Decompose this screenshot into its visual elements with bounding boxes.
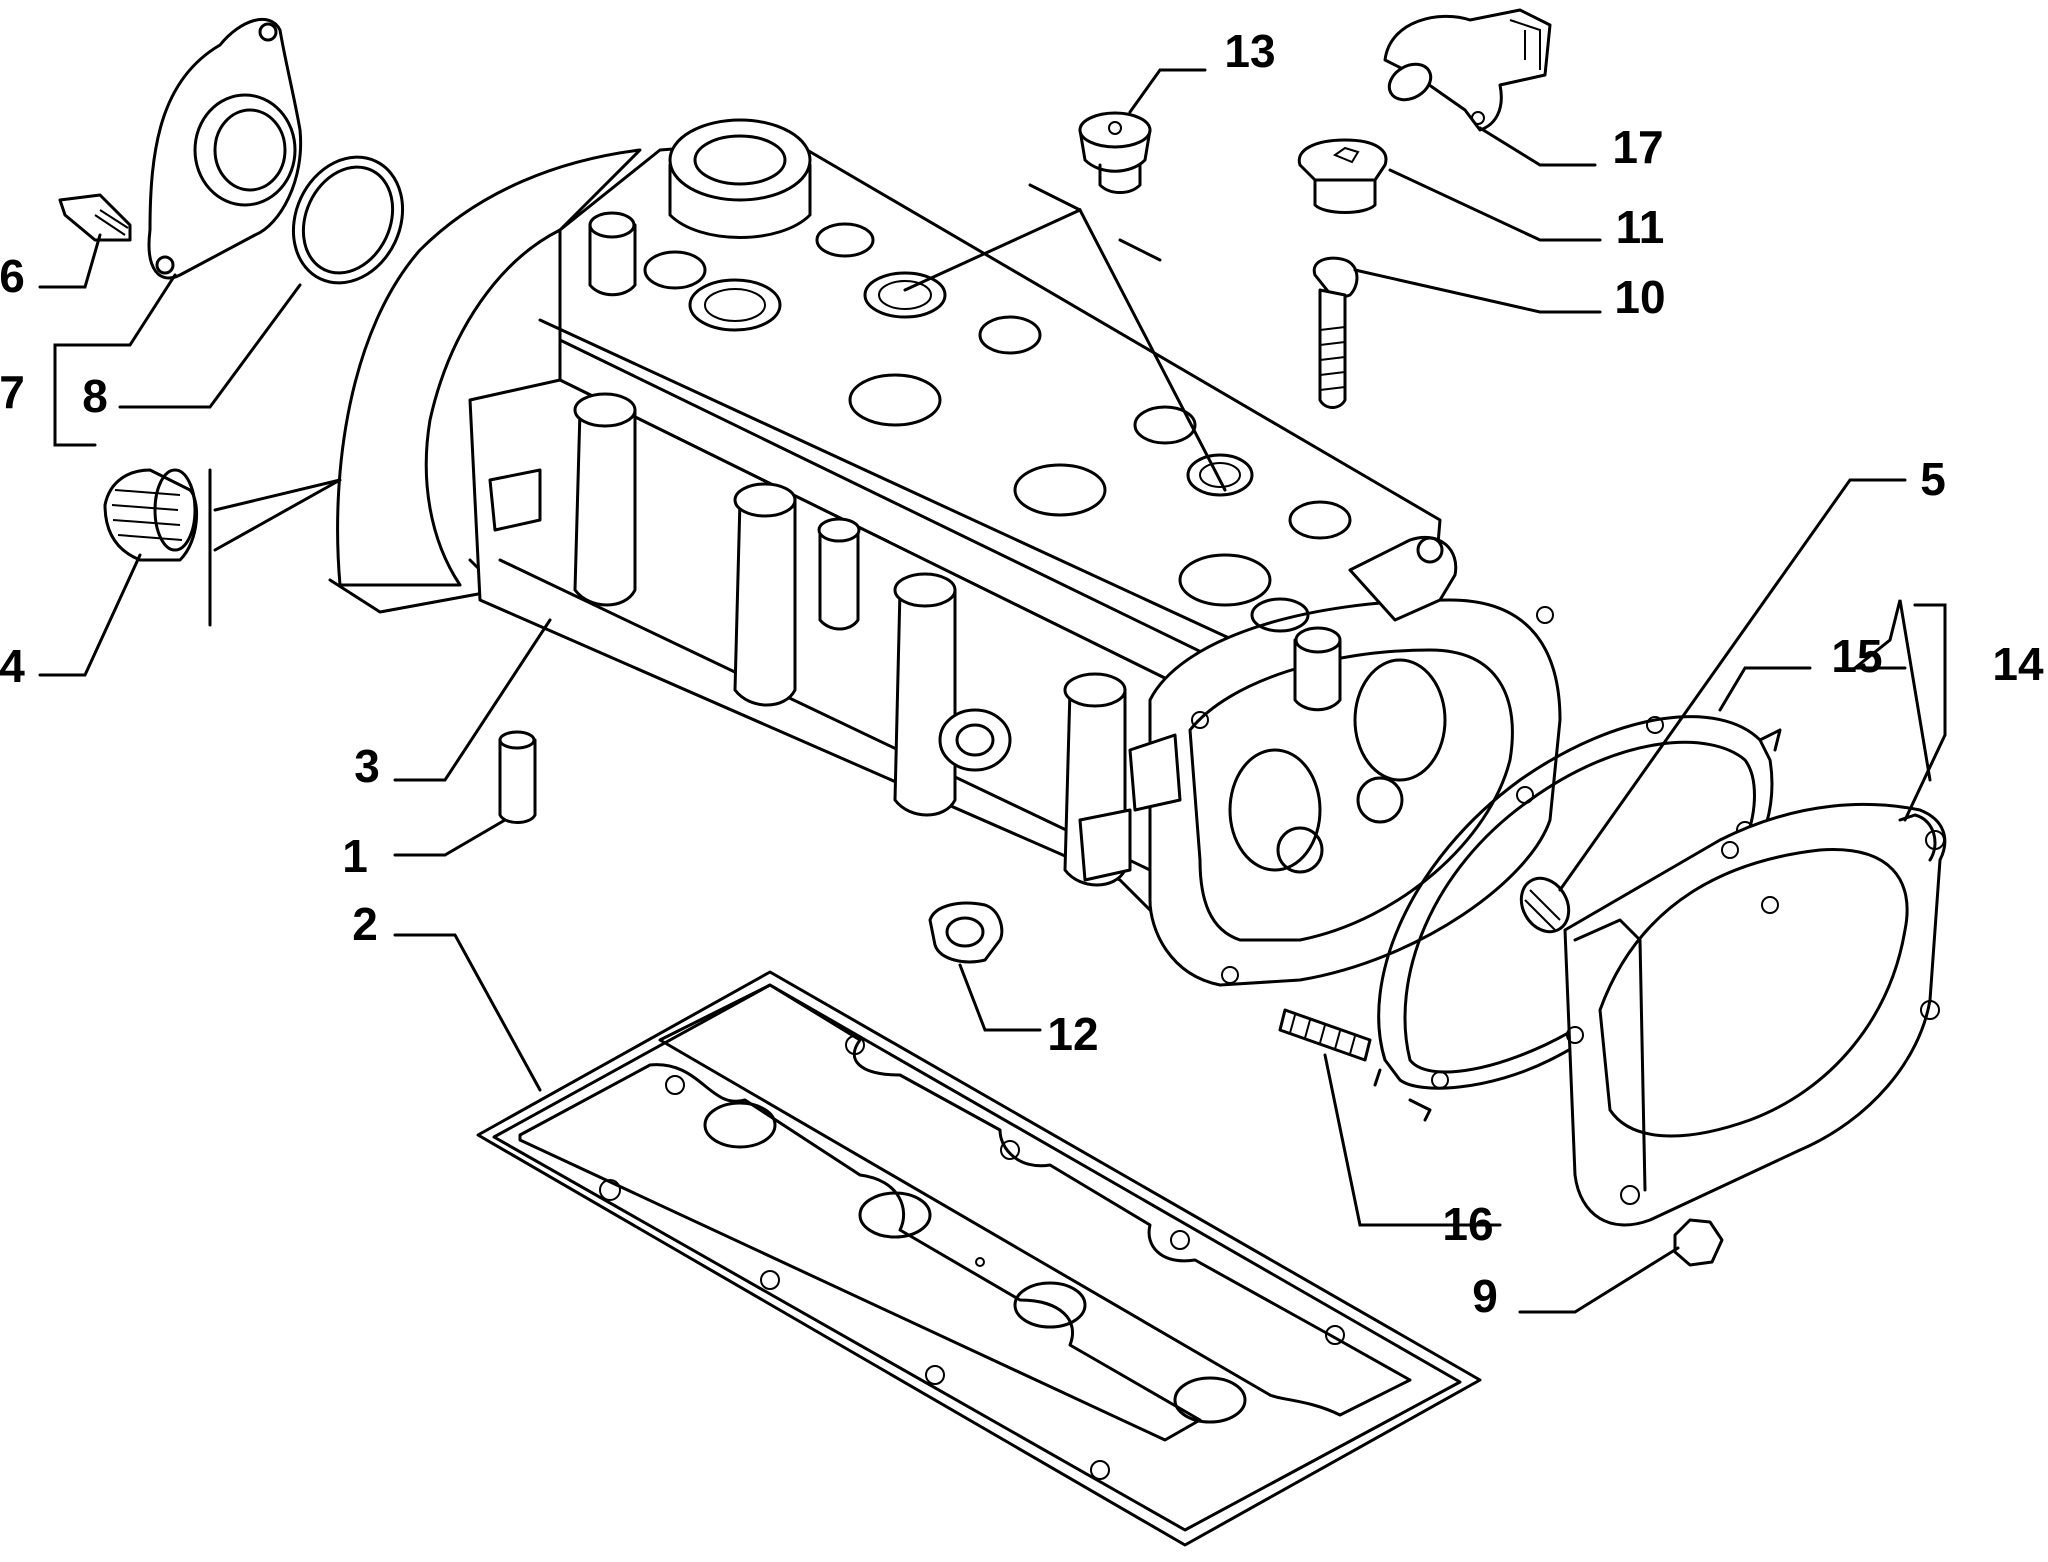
- callout-7: 7: [0, 366, 25, 418]
- callout-13: 13: [1224, 25, 1275, 77]
- knurled-cap: [103, 468, 199, 562]
- callout-15: 15: [1831, 630, 1882, 682]
- bolt-6: [58, 193, 132, 242]
- nut-9: [1673, 1218, 1724, 1267]
- callout-17: 17: [1612, 121, 1663, 173]
- stud-16: [1278, 1008, 1372, 1062]
- callout-6: 6: [0, 250, 25, 302]
- plug-5: [1519, 876, 1571, 934]
- plug-12: [928, 901, 1004, 964]
- callout-9: 9: [1472, 1270, 1498, 1322]
- callout-10: 10: [1614, 271, 1665, 323]
- callout-1: 1: [342, 830, 368, 882]
- cylinder-head-cover: [328, 118, 1562, 987]
- callout-11: 11: [1616, 201, 1665, 253]
- callout-16: 16: [1442, 1198, 1493, 1250]
- o-ring: [291, 155, 405, 285]
- callout-8: 8: [82, 370, 108, 422]
- callout-14: 14: [1992, 638, 2044, 690]
- sensor-flange: [147, 17, 303, 280]
- callout-4: 4: [0, 640, 25, 692]
- leader-lines: [38, 68, 1947, 1314]
- plug-13: [1078, 111, 1152, 194]
- callout-5: 5: [1920, 453, 1946, 505]
- end-cover: [1563, 802, 1947, 1227]
- callout-2: 2: [352, 898, 378, 950]
- cover-gasket: [476, 970, 1482, 1547]
- callout-labels: 1 2 3 4 5 6 7 8 9 10 11 12 13 14 15 16 1…: [0, 25, 2044, 1322]
- callout-3: 3: [354, 740, 380, 792]
- dowel-pin: [498, 730, 537, 824]
- bolt-10: [1312, 256, 1359, 409]
- camshaft-sensor: [1383, 8, 1552, 132]
- callout-12: 12: [1047, 1008, 1098, 1060]
- plug-11: [1297, 138, 1388, 214]
- end-cover-gasket: [1373, 715, 1782, 1122]
